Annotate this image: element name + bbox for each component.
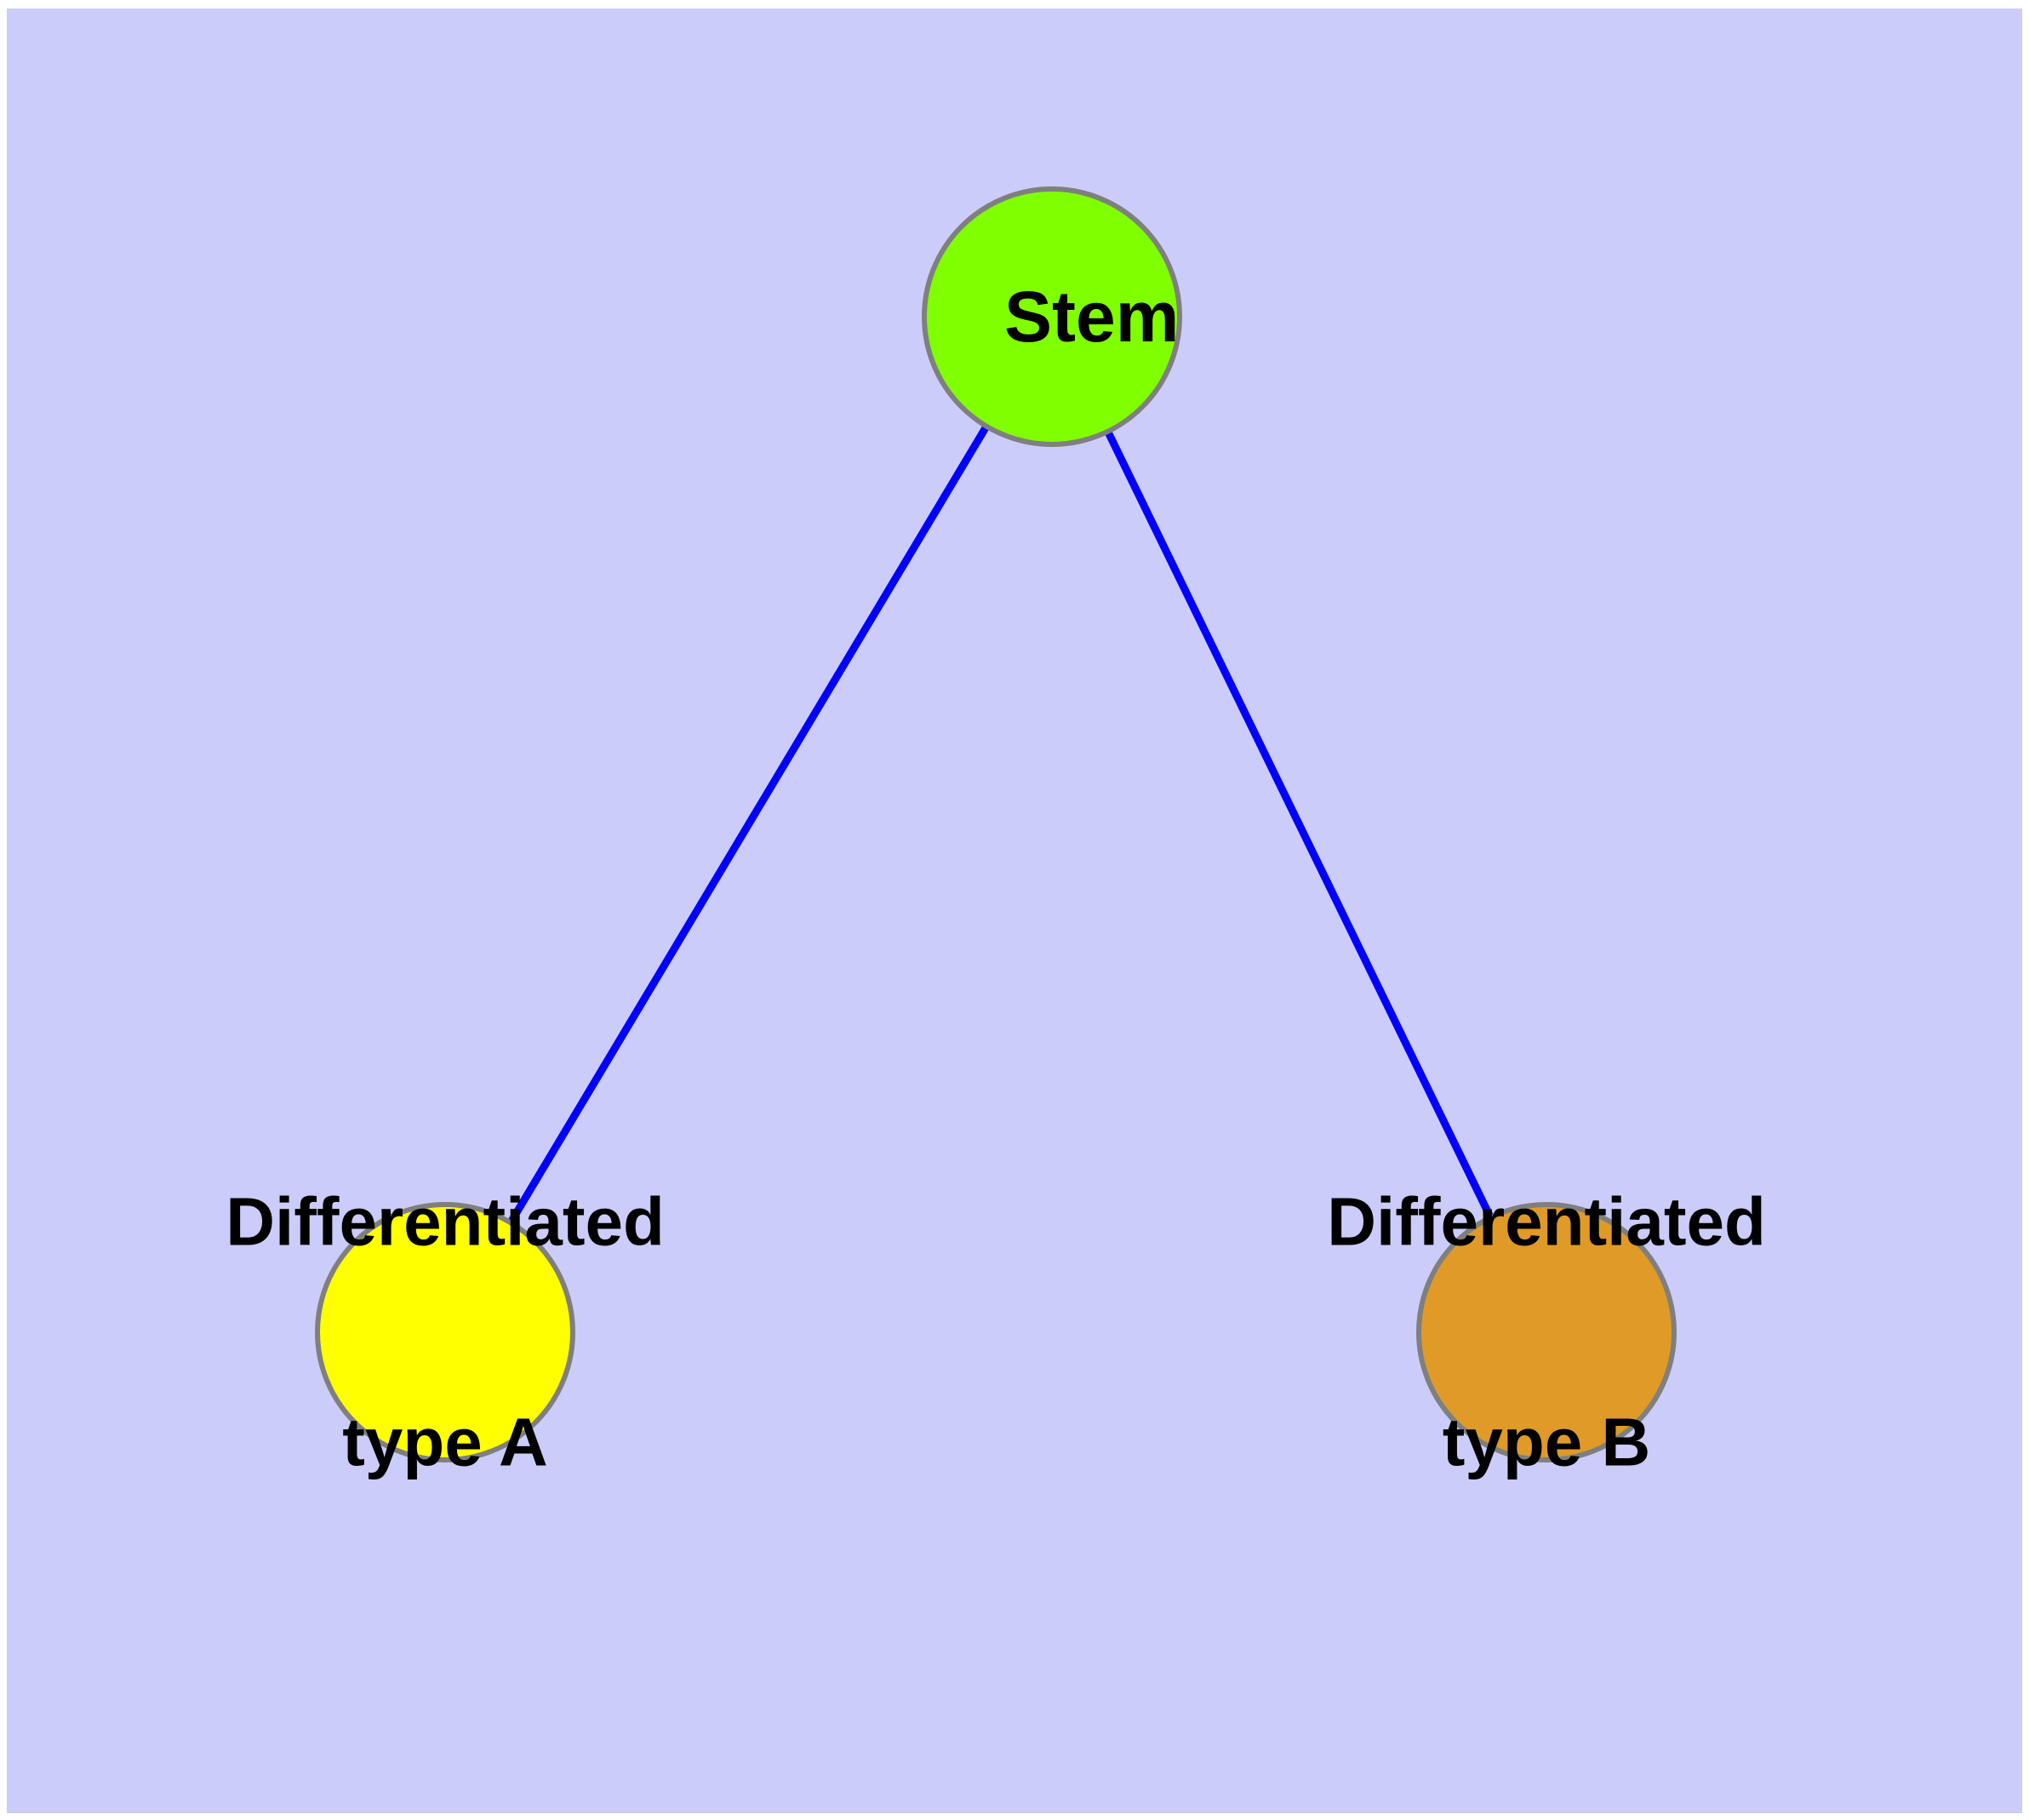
node-stem[interactable] bbox=[922, 186, 1182, 447]
node-differentiated-type-a[interactable] bbox=[315, 1202, 575, 1462]
edge-stem-to-differentiated-type-a[interactable] bbox=[506, 422, 991, 1227]
node-layer bbox=[315, 186, 1677, 1462]
node-differentiated-type-b[interactable] bbox=[1416, 1202, 1677, 1462]
edge-stem-to-differentiated-type-b[interactable] bbox=[1103, 428, 1495, 1221]
edge-layer bbox=[506, 422, 1495, 1227]
